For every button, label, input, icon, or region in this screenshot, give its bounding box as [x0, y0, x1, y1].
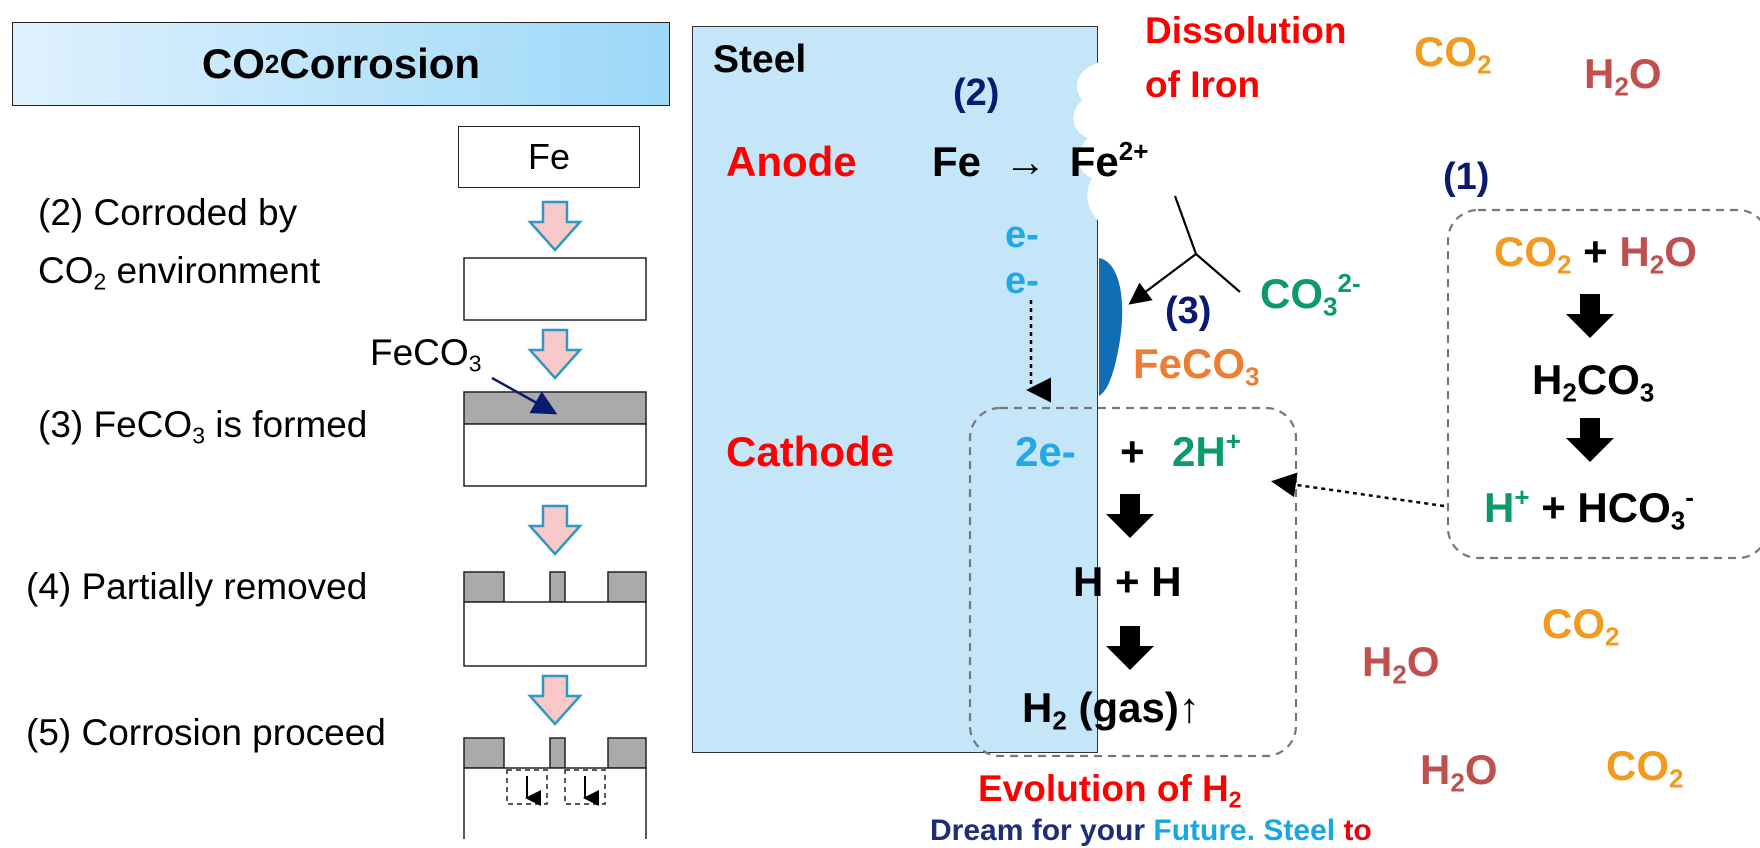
co2-molecule-c: CO2: [1606, 742, 1684, 794]
h2o-molecule-a: H2O: [1584, 50, 1662, 102]
hydrogen-atoms: H + H: [1073, 558, 1182, 605]
brand-slogan: Dream for your Future. Steel to: [930, 814, 1372, 847]
electron-2: e-: [1005, 260, 1039, 302]
cathode-electrons: 2e-: [1015, 428, 1076, 475]
steel-block-step3: [463, 423, 647, 487]
reaction-arrow-right-2: [1566, 418, 1614, 462]
steel-label: Steel: [713, 38, 807, 81]
co2-molecule-a: CO2: [1414, 28, 1492, 80]
down-arrow-3: [527, 504, 583, 556]
co3-line-b: [1195, 253, 1241, 293]
steel-block-step4: [463, 601, 647, 667]
co2-molecule-b: CO2: [1542, 600, 1620, 652]
anode-reaction: Fe → Fe2+: [932, 135, 1149, 185]
cathode-protons: 2H+: [1172, 425, 1241, 475]
hydrogen-gas: H2 (gas)↑: [1022, 684, 1200, 736]
reaction-arrow-cathode-2: [1106, 626, 1154, 670]
cathode-reaction-box: [968, 406, 1298, 758]
carbonic-acid: H2CO3: [1532, 356, 1655, 408]
cathode-plus: +: [1120, 428, 1145, 475]
dissolution-pit: [1073, 60, 1160, 236]
electron-1: e-: [1005, 214, 1039, 256]
reaction-arrow-cathode-1: [1106, 494, 1154, 538]
fe-box: Fe: [458, 126, 640, 188]
scale-fragment-3: [607, 571, 647, 603]
h2o-molecule-b: H2O: [1362, 638, 1440, 690]
step2-line1: (2) Corroded by: [38, 192, 298, 233]
down-arrow-2: [527, 328, 583, 380]
h2o-molecule-c: H2O: [1420, 746, 1498, 798]
scale-fragment-5a: [463, 737, 505, 769]
reaction-h-hco3: H+ + HCO3-: [1484, 481, 1694, 536]
feco3-label: FeCO3: [1133, 340, 1260, 392]
label-2: (2): [953, 72, 1000, 114]
feco3-pointer-arrow: [491, 376, 558, 415]
feco3-film: [1099, 258, 1123, 396]
down-arrow-4: [527, 674, 583, 726]
steel-block-step5: [463, 767, 647, 839]
proton-flow-arrow: [1271, 472, 1445, 508]
co3-line-c: [1128, 253, 1197, 305]
cathode-label: Cathode: [726, 428, 894, 475]
carbonic-acid-box: [1446, 208, 1760, 560]
carbonate-ion: CO32-: [1260, 267, 1361, 322]
step5-text: (5) Corrosion proceed: [26, 712, 386, 753]
down-arrow-1: [527, 200, 583, 252]
step4-text: (4) Partially removed: [26, 566, 368, 607]
reaction-arrow-right-1: [1566, 294, 1614, 338]
feco3-pointer-label: FeCO3: [370, 332, 482, 377]
label-3: (3): [1165, 290, 1212, 332]
anode-label: Anode: [726, 138, 857, 185]
steel-block-step2: [463, 257, 647, 321]
step3-text: (3) FeCO3 is formed: [38, 404, 368, 449]
fe-box-label: Fe: [527, 136, 570, 177]
evolution-label: Evolution of H2: [978, 768, 1242, 813]
co3-line-a: [1173, 195, 1198, 255]
label-1: (1): [1443, 156, 1490, 198]
reaction-co2-h2o: CO2 + H2O: [1494, 228, 1697, 280]
step2-line2: CO2 environment: [38, 250, 321, 295]
